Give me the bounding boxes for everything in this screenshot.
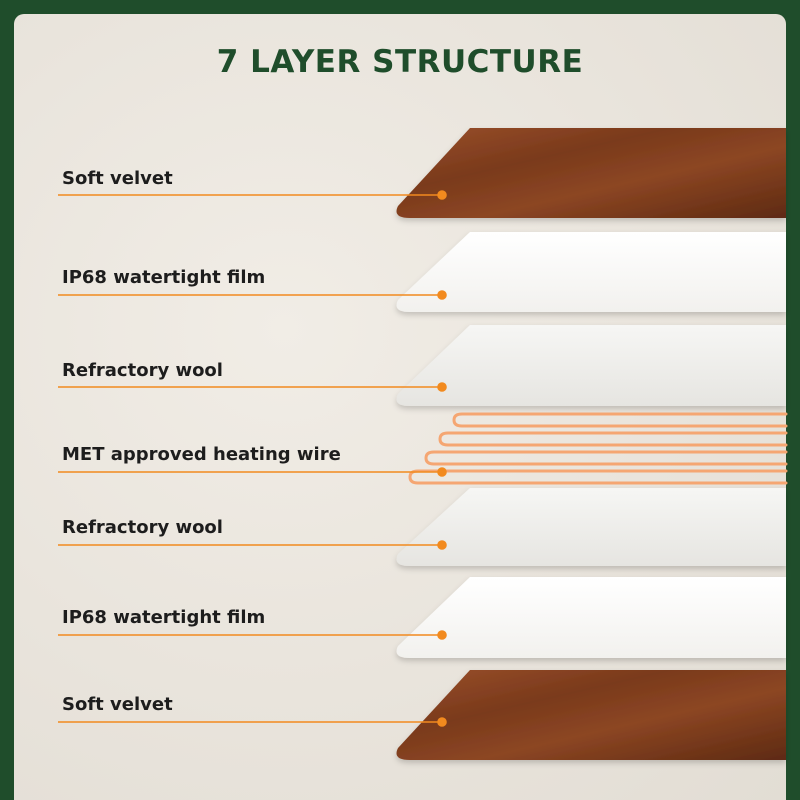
layer-label-2: IP68 watertight film <box>62 267 266 288</box>
layer-shape-wool-bottom <box>396 488 786 566</box>
leader-dot-2 <box>437 290 447 300</box>
layer-shape-velvet-bottom <box>396 670 786 760</box>
layer-shape-velvet-top <box>396 128 786 218</box>
leader-dot-1 <box>437 190 447 200</box>
layer-shape-wool-top <box>396 325 786 406</box>
layer-shape-film-top <box>396 232 786 312</box>
layer-shape-heating-wire <box>408 412 788 485</box>
layer-label-6: IP68 watertight film <box>62 607 266 628</box>
layer-label-3: Refractory wool <box>62 360 223 381</box>
layer-label-1: Soft velvet <box>62 168 173 189</box>
layer-label-4: MET approved heating wire <box>62 444 341 465</box>
leader-dot-6 <box>437 630 447 640</box>
leader-dot-3 <box>437 382 447 392</box>
layer-shape-film-bottom <box>396 577 786 658</box>
leader-dot-5 <box>437 540 447 550</box>
leader-dot-7 <box>437 717 447 727</box>
layer-label-5: Refractory wool <box>62 517 223 538</box>
diagram-title: 7 LAYER STRUCTURE <box>216 44 584 80</box>
leader-dot-4 <box>437 467 447 477</box>
layer-label-7: Soft velvet <box>62 694 173 715</box>
